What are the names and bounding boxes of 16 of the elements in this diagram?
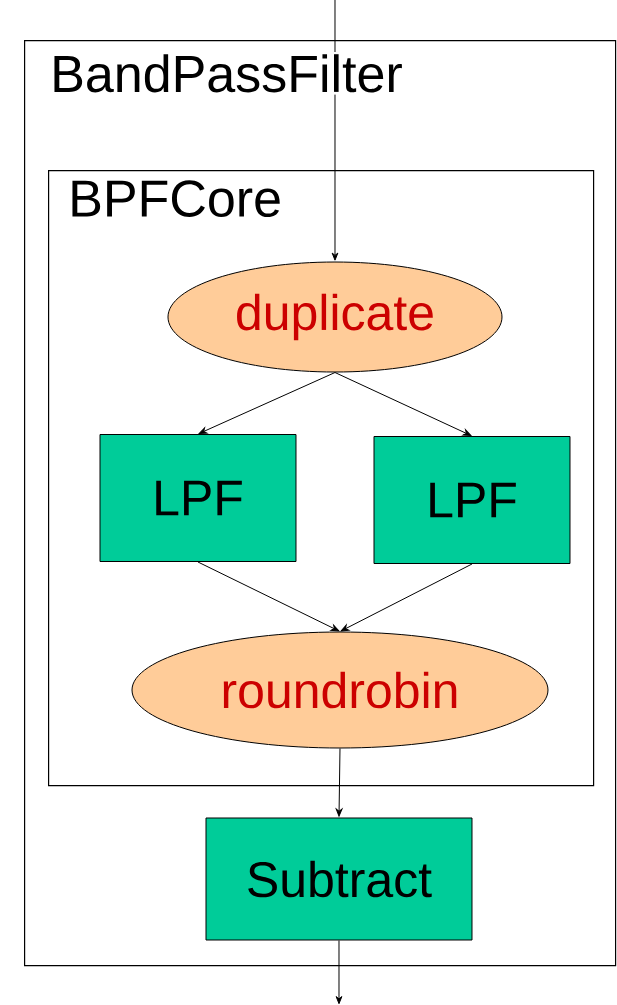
- arrow: [331, 0, 339, 261]
- heading: BPFCore: [72, 180, 280, 217]
- arrow: [335, 748, 343, 817]
- arrow: [340, 563, 473, 632]
- ellipse-node: roundrobin: [131, 631, 549, 749]
- arrow: [334, 372, 472, 436]
- filter-box: LPF: [99, 434, 297, 562]
- ellipse-node: duplicate: [167, 261, 503, 373]
- filter-box: LPF: [373, 436, 571, 564]
- arrow: [335, 940, 343, 1005]
- arrow: [197, 561, 340, 632]
- arrow: [198, 372, 336, 434]
- container-box: [24, 40, 617, 967]
- filter-box: Subtract: [205, 817, 473, 941]
- container-box: [48, 170, 595, 787]
- heading: BandPassFilter: [54, 54, 402, 93]
